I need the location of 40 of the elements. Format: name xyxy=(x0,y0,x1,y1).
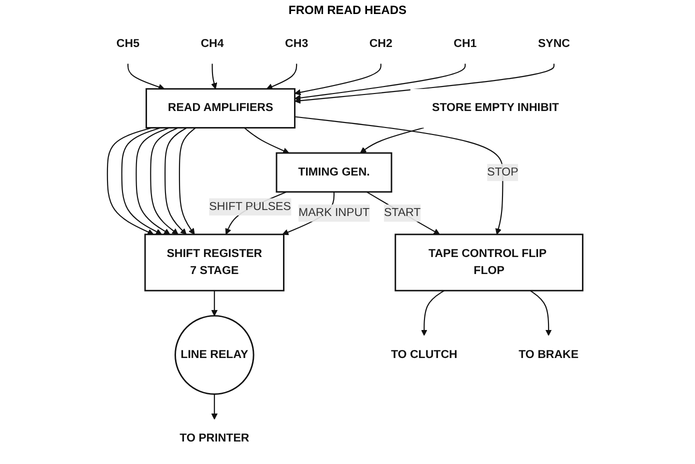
edge-label: START xyxy=(384,206,421,219)
arrow xyxy=(530,290,552,336)
node-text: TO BRAKE xyxy=(518,348,579,361)
node-text: TO CLUTCH xyxy=(390,348,458,361)
arrow xyxy=(164,127,188,235)
arrow xyxy=(266,64,298,90)
arrow xyxy=(244,127,290,154)
arrow xyxy=(294,64,466,101)
arrow xyxy=(294,64,554,104)
node-circle: LINE RELAY xyxy=(174,315,254,395)
edge-label: STOP xyxy=(487,166,518,178)
arrow xyxy=(211,64,218,90)
arrow xyxy=(366,191,440,235)
arrow xyxy=(211,394,218,420)
arrow xyxy=(121,127,162,235)
edge-label: MARK INPUT xyxy=(298,206,370,219)
arrow xyxy=(136,127,170,235)
arrow xyxy=(178,127,196,235)
node-box: READ AMPLIFIERS xyxy=(146,88,296,129)
node-text: CH5 xyxy=(116,38,140,50)
node-box: TAPE CONTROL FLIP FLOP xyxy=(394,234,584,292)
node-box: TIMING GEN. xyxy=(276,152,392,193)
arrow xyxy=(360,127,424,154)
node-box: SHIFT REGISTER 7 STAGE xyxy=(144,234,284,292)
arrow xyxy=(294,64,382,96)
node-text: CH3 xyxy=(285,38,308,50)
edge-label: SHIFT PULSES xyxy=(209,200,291,213)
node-text: TO PRINTER xyxy=(180,432,250,445)
node-text: CH4 xyxy=(200,38,224,50)
node-text: CH1 xyxy=(454,38,477,50)
arrow xyxy=(106,127,154,235)
arrow xyxy=(127,64,165,90)
arrow xyxy=(211,290,218,316)
node-text: STORE EMPTY INHIBIT xyxy=(432,102,560,114)
arrow xyxy=(294,116,504,235)
arrow xyxy=(150,127,178,235)
heading-label: FROM READ HEADS xyxy=(288,3,406,17)
node-text: SYNC xyxy=(538,38,570,50)
node-text: CH2 xyxy=(369,38,392,50)
arrow xyxy=(420,290,445,336)
